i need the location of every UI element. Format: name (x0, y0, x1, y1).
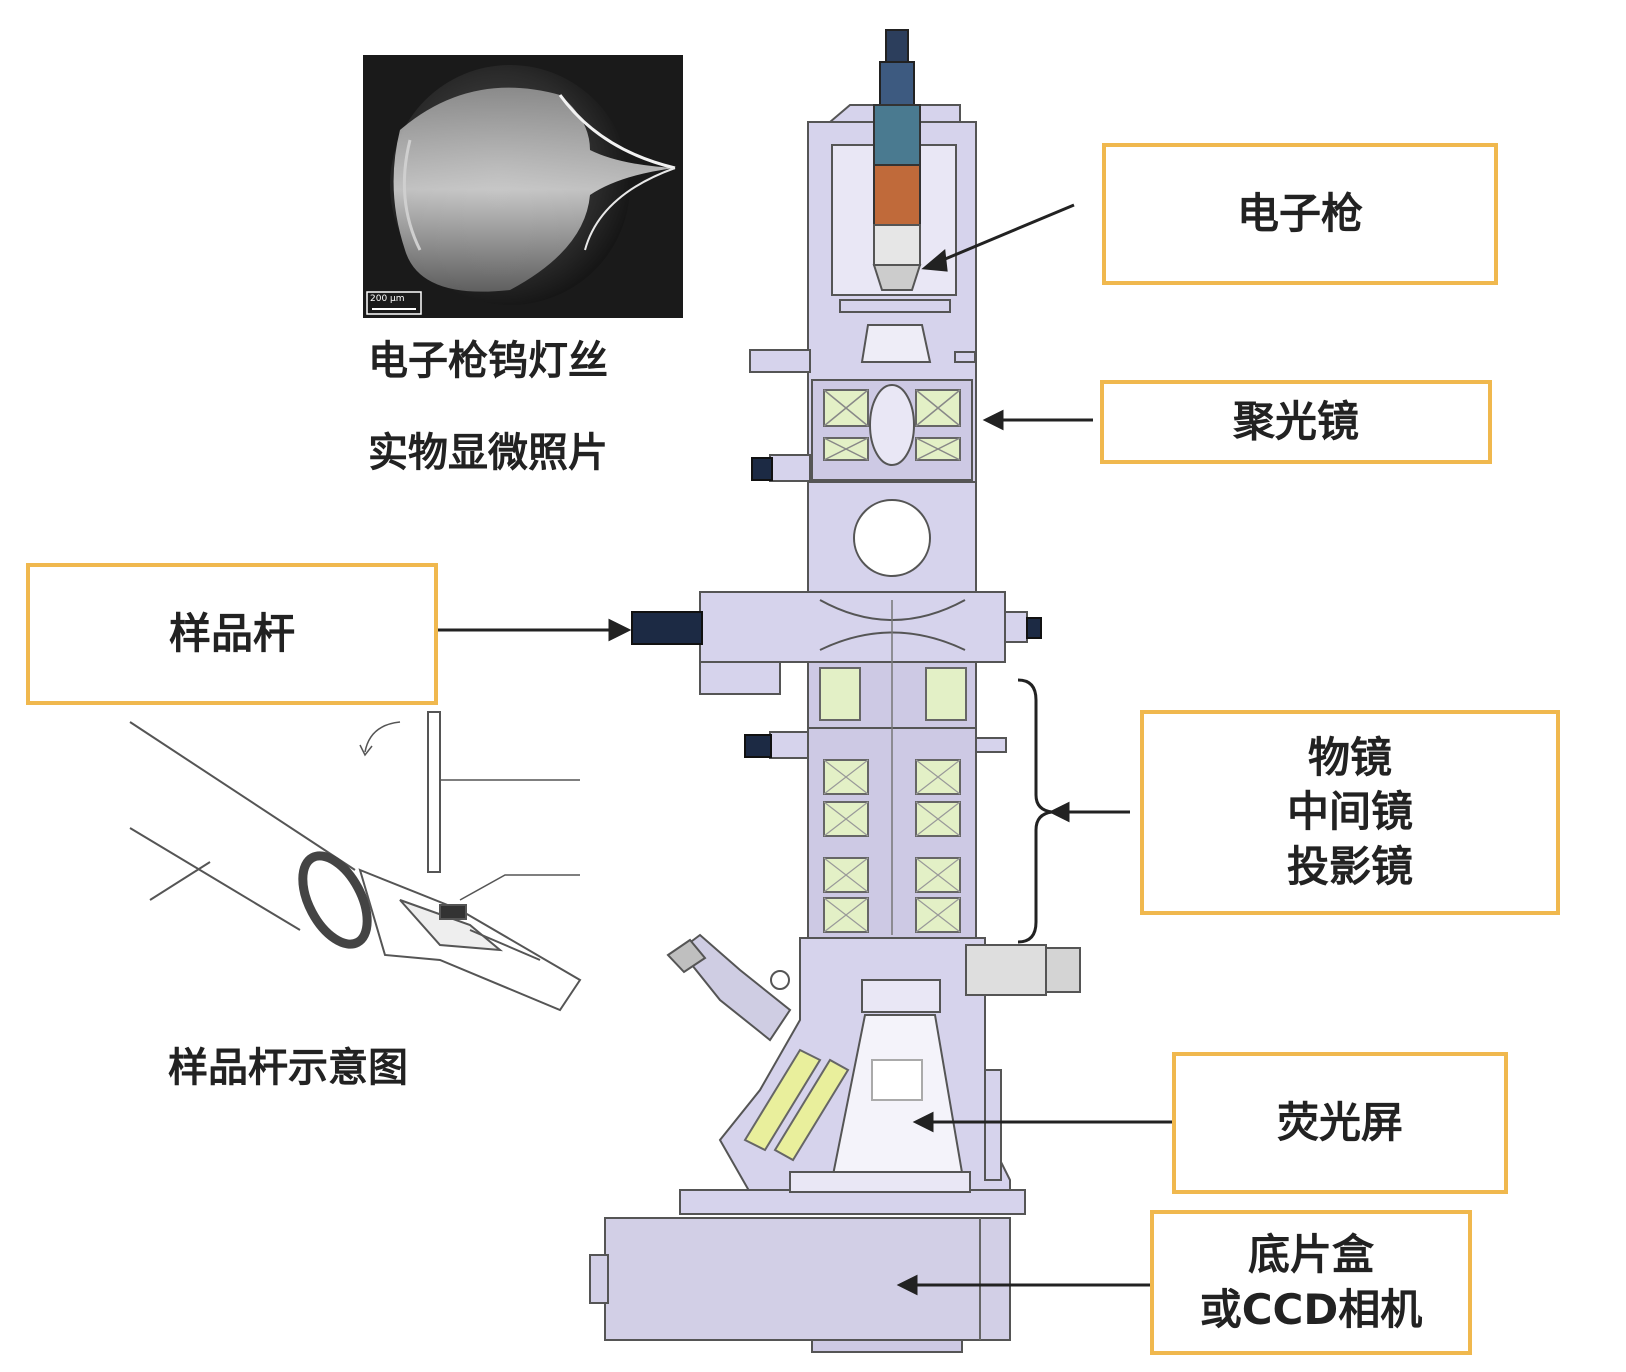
filament-caption-line2: 实物显微照片 (368, 420, 608, 478)
label-electron-gun: 电子枪 (1102, 143, 1498, 285)
label-intermediate-text: 中间镜 (1287, 785, 1413, 840)
label-fluorescent-screen-text: 荧光屏 (1277, 1096, 1403, 1151)
label-lens-system: 物镜 中间镜 投影镜 (1140, 710, 1560, 915)
label-sample-holder: 样品杆 (26, 563, 438, 705)
filament-caption-line1: 电子枪钨灯丝 (368, 328, 608, 386)
label-condenser-text: 聚光镜 (1233, 395, 1359, 450)
holder-sketch-caption: 样品杆示意图 (168, 1035, 408, 1093)
label-camera: 底片盒 或CCD相机 (1150, 1210, 1472, 1355)
label-film-box-text: 底片盒 (1248, 1228, 1374, 1283)
label-objective-text: 物镜 (1308, 731, 1392, 786)
scale-bar-label: 200 μm (370, 294, 405, 304)
label-sample-holder-text: 样品杆 (169, 607, 295, 662)
label-condenser: 聚光镜 (1100, 380, 1492, 464)
label-electron-gun-text: 电子枪 (1237, 187, 1363, 242)
label-fluorescent-screen: 荧光屏 (1172, 1052, 1508, 1194)
label-projector-text: 投影镜 (1287, 840, 1413, 895)
holder-sketch (130, 712, 580, 1010)
label-ccd-camera-text: 或CCD相机 (1200, 1283, 1423, 1338)
filament-micrograph (363, 55, 683, 318)
